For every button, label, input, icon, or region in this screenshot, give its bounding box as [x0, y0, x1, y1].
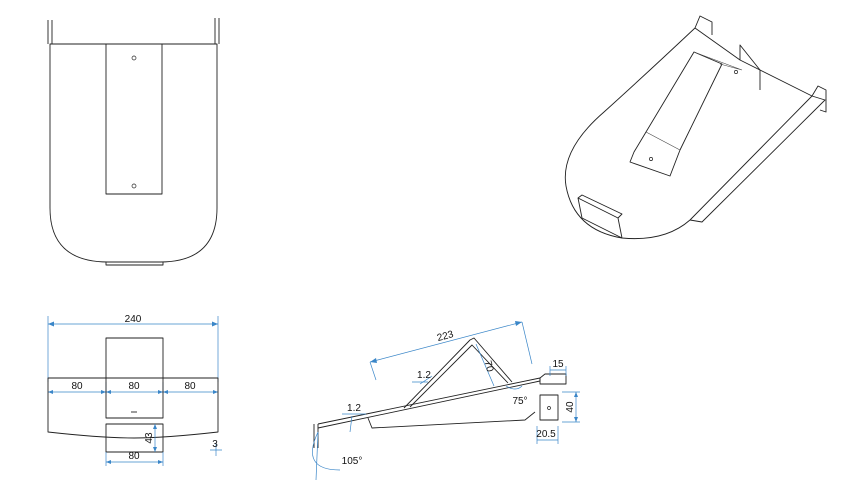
iso-hole-a: [649, 157, 653, 161]
front-tab-block: [105, 423, 164, 453]
back-plate: [105, 43, 163, 195]
dim-slope-length: 223: [436, 329, 455, 344]
iso-front-tab: [577, 194, 623, 239]
left-flange: [47, 20, 53, 44]
side-hook: [539, 373, 567, 421]
side-support: [367, 411, 536, 429]
right-flange: [214, 18, 220, 44]
dim-thickness-top: 1.2: [417, 370, 431, 381]
iso-rib: [629, 51, 723, 177]
front-tab: [105, 262, 164, 266]
dim-240-lines: [47, 316, 219, 382]
isometric-view: [564, 15, 827, 240]
dim-tab-width: 80: [128, 451, 140, 462]
mount-hole-top: [131, 55, 137, 61]
dim-hook-height: 40: [565, 401, 576, 413]
tray-outline: [49, 43, 218, 263]
dim-right-section: 80: [184, 381, 196, 392]
dim-rib-height: 70: [482, 360, 496, 374]
dim-thickness-side: 1.2: [347, 403, 361, 414]
iso-hook: [811, 85, 827, 113]
mount-hole-bottom: [131, 183, 137, 189]
side-view: 223 1.2 1.2 70 75° 105° 15 40 20.5: [312, 321, 580, 481]
iso-back-wall: [694, 15, 761, 90]
top-view: [47, 18, 220, 266]
dim-tab-height: 43: [144, 432, 155, 444]
iso-tray: [564, 27, 813, 240]
dim-angle-bottom: 105°: [342, 456, 363, 467]
dim-center-section: 80: [128, 381, 140, 392]
dim-hook-depth: 20.5: [536, 429, 556, 440]
front-view: 240 80 80 80 43 80 3: [47, 314, 222, 466]
side-rib: [403, 337, 513, 409]
dim-lip-thickness: 3: [212, 439, 218, 450]
dim-hook-width: 15: [552, 359, 564, 370]
dim-overall-width: 240: [125, 314, 142, 325]
iso-slope-edge: [689, 95, 826, 223]
dim-left-section: 80: [71, 381, 83, 392]
iso-rib-folds: [645, 51, 743, 151]
iso-hole-b: [734, 70, 738, 74]
dim-angle-top: 75°: [512, 396, 527, 407]
front-tray-profile: [47, 377, 219, 439]
